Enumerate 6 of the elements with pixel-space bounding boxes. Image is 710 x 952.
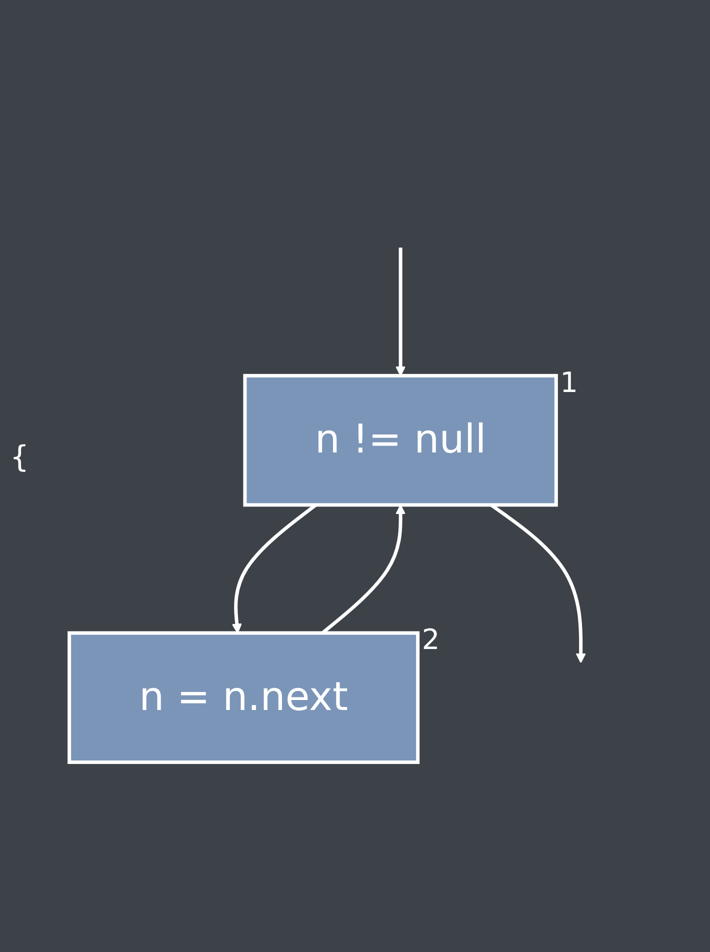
arrow xyxy=(395,248,406,376)
callout-number: 2 xyxy=(422,624,440,655)
brace-note: { xyxy=(10,440,30,475)
callout-number: 1 xyxy=(560,368,578,398)
process-box: n = n.next xyxy=(68,631,420,764)
process-box: n != null xyxy=(243,374,558,507)
